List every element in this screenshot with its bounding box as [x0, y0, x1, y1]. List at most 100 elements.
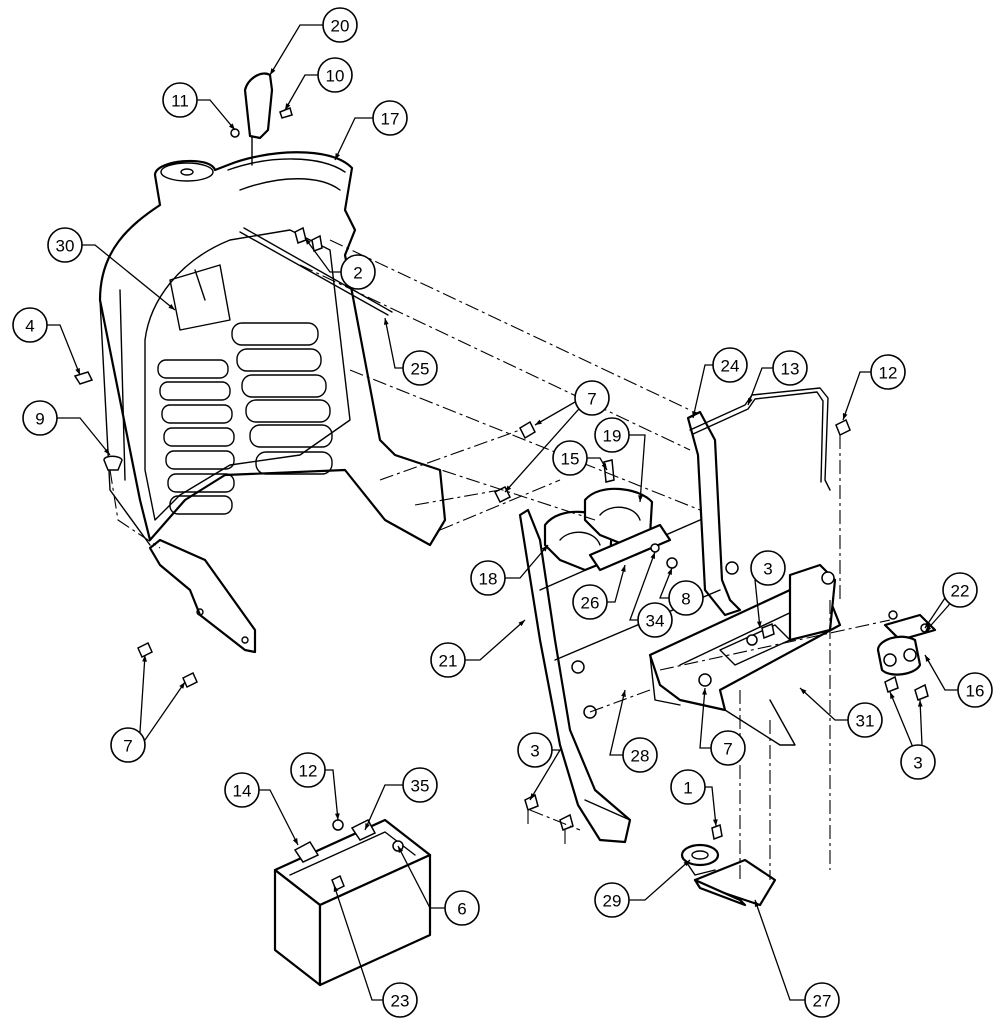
callout-number: 24	[721, 357, 740, 376]
callout-number: 16	[966, 682, 985, 701]
callout-number: 13	[781, 360, 800, 379]
callout-number: 3	[913, 754, 922, 773]
callout-arrowhead	[334, 813, 340, 820]
callout-arrowhead	[335, 153, 340, 160]
callout-7: 7	[504, 380, 610, 493]
callout-circle	[322, 7, 358, 43]
callout-circle	[712, 347, 748, 383]
callout-arrowhead	[692, 411, 697, 418]
callout-arrowhead	[621, 690, 626, 697]
fasteners	[73, 106, 930, 892]
callout-28: 28	[609, 689, 658, 773]
callout-15: 15	[552, 440, 608, 476]
callout-circle	[594, 882, 630, 918]
callout-24: 24	[692, 347, 748, 419]
callout-number: 3	[530, 742, 539, 761]
callout-arrowhead	[398, 846, 404, 853]
callout-arrowhead	[667, 568, 672, 575]
callout-31: 31	[799, 687, 883, 738]
callout-12: 12	[842, 354, 906, 421]
callout-arrowhead	[228, 123, 235, 130]
callout-arrowhead	[530, 793, 536, 800]
callout-20: 20	[269, 7, 358, 76]
callout-arrowhead	[305, 238, 311, 245]
callout-circle	[552, 440, 588, 476]
callout-6: 6	[397, 845, 480, 926]
callout-arrowhead	[365, 823, 370, 830]
callout-circle	[470, 560, 506, 596]
callout-arrowhead	[505, 485, 512, 492]
callout-34: 34	[629, 551, 673, 638]
pedal-bracket-19-detail	[599, 506, 641, 521]
shroud-lower-bracket	[148, 538, 257, 654]
callout-25: 25	[383, 317, 438, 386]
callout-number: 7	[123, 737, 132, 756]
callout-arrowhead	[103, 448, 110, 455]
callout-arrowhead	[925, 625, 932, 632]
callout-number: 15	[561, 450, 580, 469]
callout-arrowhead	[270, 68, 276, 75]
callout-arrowhead	[383, 318, 389, 325]
callout-number: 30	[56, 237, 75, 256]
callout-circle	[870, 354, 906, 390]
callout-arrowhead	[541, 545, 548, 552]
callout-circle	[382, 982, 418, 1018]
callout-number: 18	[479, 570, 498, 589]
callout-number: 17	[381, 110, 400, 129]
callout-10: 10	[284, 57, 353, 111]
callout-11: 11	[162, 82, 236, 131]
callout-21: 21	[430, 619, 526, 678]
callout-26: 26	[572, 564, 626, 620]
callout-arrowhead	[917, 700, 923, 707]
callout-arrowhead	[650, 552, 655, 559]
battery	[273, 818, 432, 987]
callout-number: 26	[581, 594, 600, 613]
callout-number: 7	[723, 740, 732, 759]
callout-23: 23	[333, 884, 418, 1018]
callout-2: 2	[304, 237, 376, 290]
callout-number: 22	[951, 582, 970, 601]
callout-arrowhead	[925, 655, 931, 662]
callout-3: 3	[750, 550, 786, 629]
switch-and-plate	[680, 843, 777, 907]
callout-number: 29	[603, 892, 622, 911]
callout-18: 18	[470, 544, 549, 596]
hood-grille-shroud	[98, 151, 447, 547]
hood-latch-lever	[243, 72, 274, 140]
callout-circle	[340, 254, 376, 290]
callout-arrowhead	[800, 688, 807, 695]
callout-number: 7	[587, 390, 596, 409]
callout-circle	[942, 572, 978, 608]
wire-cable	[689, 387, 831, 491]
callout-circle	[317, 57, 353, 93]
callout-circle	[290, 752, 326, 788]
callout-arrowhead	[620, 565, 626, 572]
bracket-hole	[241, 636, 249, 644]
mount-plate-26	[588, 523, 672, 572]
callout-circle	[402, 767, 438, 803]
callout-circle	[517, 732, 553, 768]
bracket-hole	[196, 608, 204, 616]
callout-arrowhead	[333, 885, 339, 892]
callout-circle	[750, 550, 786, 586]
callout-29: 29	[594, 859, 691, 918]
callout-arrowhead	[748, 398, 753, 405]
callout-circle	[957, 672, 993, 708]
callout-circle	[900, 744, 936, 780]
callout-arrowhead	[842, 413, 848, 420]
callout-arrowhead	[683, 860, 690, 867]
callout-22: 22	[924, 572, 978, 633]
callout-arrowhead	[702, 688, 707, 695]
callout-number: 31	[856, 712, 875, 731]
callout-arrowhead	[142, 655, 147, 662]
callout-number: 35	[411, 777, 430, 796]
callout-circle	[622, 737, 658, 773]
callout-number: 1	[683, 779, 692, 798]
callout-number: 12	[299, 762, 318, 781]
callout-30: 30	[47, 227, 176, 311]
assembly-center-lines	[109, 239, 891, 880]
callout-7: 7	[699, 687, 746, 766]
callout-8: 8	[659, 567, 704, 616]
callout-circle	[12, 307, 48, 343]
callout-19: 19	[594, 417, 646, 503]
